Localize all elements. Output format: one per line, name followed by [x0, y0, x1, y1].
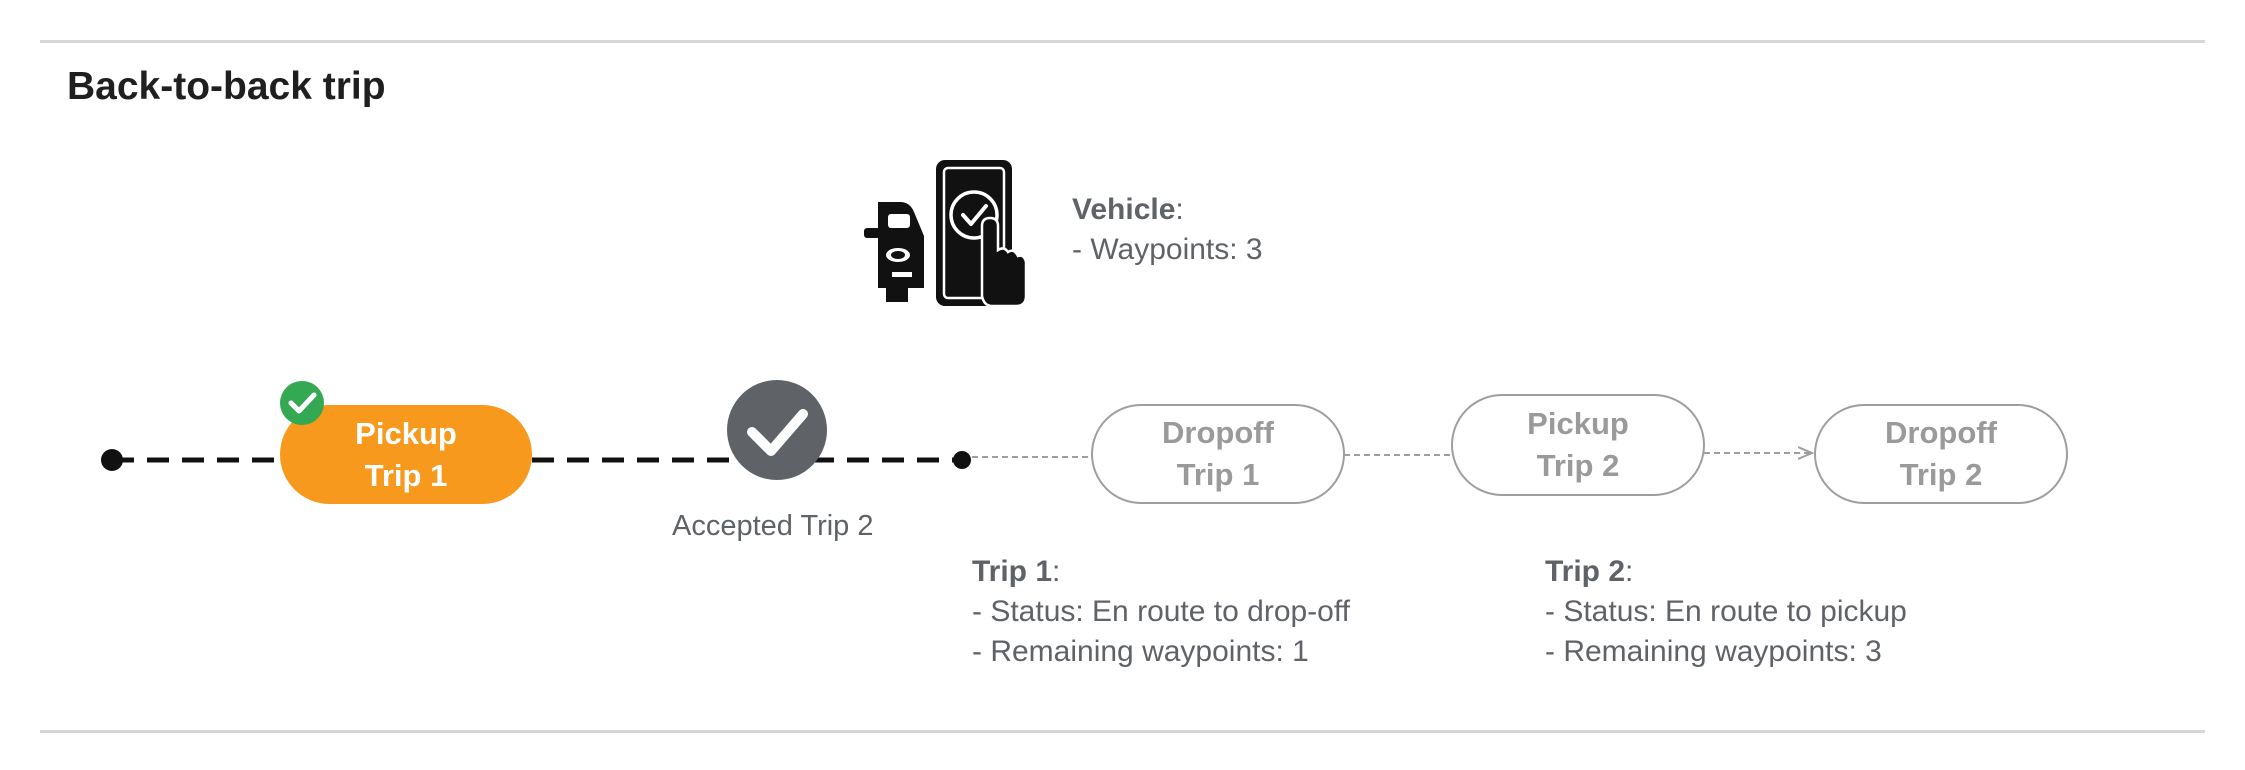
accepted-trip2-caption: Accepted Trip 2 — [672, 510, 874, 542]
node-dropoff-trip2-line2: Trip 2 — [1900, 457, 1983, 492]
trip2-remaining: - Remaining waypoints: 3 — [1545, 635, 1882, 668]
node-dropoff-trip1 — [1091, 404, 1345, 504]
node-pickup-trip1-line2: Trip 1 — [365, 458, 448, 493]
node-pickup-trip2 — [1451, 394, 1705, 496]
node-dropoff-trip2 — [1814, 404, 2068, 504]
node-dropoff-trip1-line2: Trip 1 — [1177, 457, 1260, 492]
vehicle-phone-icon — [864, 160, 1028, 308]
top-divider — [40, 40, 2205, 43]
trip1-remaining: - Remaining waypoints: 1 — [972, 635, 1309, 668]
trip2-label: Trip 2 — [1545, 555, 1626, 588]
accepted-check-icon — [727, 380, 827, 480]
node-pickup-trip2-line2: Trip 2 — [1537, 448, 1620, 483]
vehicle-label: Vehicle — [1072, 193, 1176, 226]
node-pickup-trip1 — [280, 405, 532, 504]
page-title: Back-to-back trip — [67, 65, 386, 108]
bottom-divider — [40, 730, 2205, 733]
trip2-info: Trip 2: - Status: En route to pickup - R… — [1545, 552, 1907, 672]
trip1-info: Trip 1: - Status: En route to drop-off -… — [972, 552, 1350, 672]
start-point — [101, 449, 123, 471]
trip1-label: Trip 1 — [972, 555, 1053, 588]
checkmark-badge-icon — [280, 381, 324, 425]
node-pickup-trip1-line1: Pickup — [355, 416, 457, 451]
trip2-status: - Status: En route to pickup — [1545, 595, 1907, 628]
node-pickup-trip2-line1: Pickup — [1527, 406, 1629, 441]
current-position-point — [953, 451, 971, 469]
node-dropoff-trip1-line1: Dropoff — [1162, 415, 1275, 450]
node-dropoff-trip2-line1: Dropoff — [1885, 415, 1998, 450]
vehicle-info: Vehicle: - Waypoints: 3 — [1072, 190, 1263, 270]
vehicle-waypoints: - Waypoints: 3 — [1072, 233, 1263, 266]
trip1-status: - Status: En route to drop-off — [972, 595, 1350, 628]
